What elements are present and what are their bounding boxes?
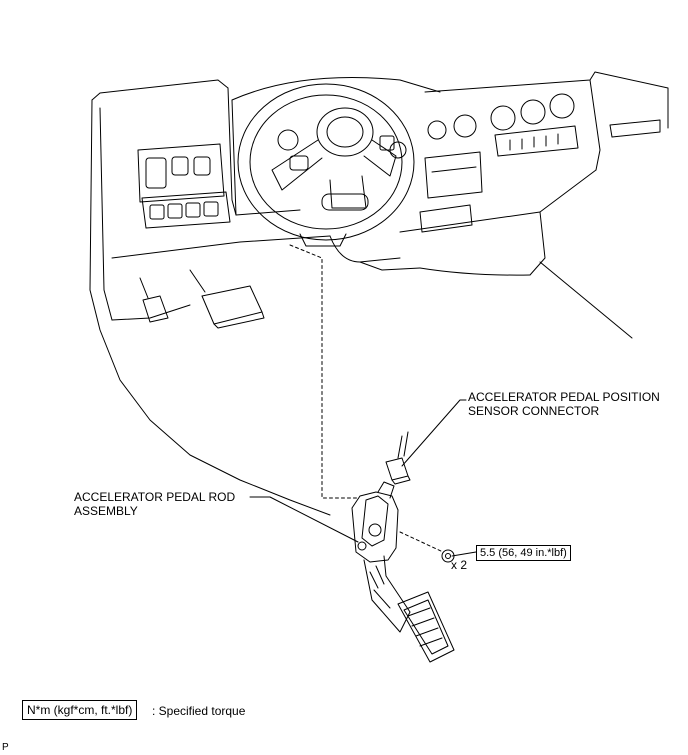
instrument-panel bbox=[89, 71, 669, 516]
quantity-label: x 2 bbox=[451, 558, 468, 572]
floor-pedals bbox=[139, 269, 265, 329]
torque-value-box: 5.5 (56, 49 in.*lbf) bbox=[476, 545, 571, 561]
steering-wheel bbox=[237, 83, 415, 247]
corner-mark: P bbox=[2, 742, 9, 753]
torque-legend-description: : Specified torque bbox=[152, 704, 246, 718]
nut-dashed-leader bbox=[399, 531, 444, 553]
location-dashed-leader bbox=[289, 244, 359, 499]
pedal-position-sensor-connector-part bbox=[385, 431, 411, 485]
sensor-connector-label: ACCELERATOR PEDAL POSITION SENSOR CONNEC… bbox=[468, 390, 660, 418]
connector-callout-line bbox=[401, 399, 467, 467]
torque-unit-legend-box: N*m (kgf*cm, ft.*lbf) bbox=[22, 700, 138, 720]
torque-callout-line bbox=[451, 551, 477, 557]
pedal-rod-assembly-label: ACCELERATOR PEDAL ROD ASSEMBLY bbox=[74, 490, 236, 518]
accelerator-pedal-assembly bbox=[351, 481, 455, 663]
rod-callout-line bbox=[249, 496, 359, 543]
